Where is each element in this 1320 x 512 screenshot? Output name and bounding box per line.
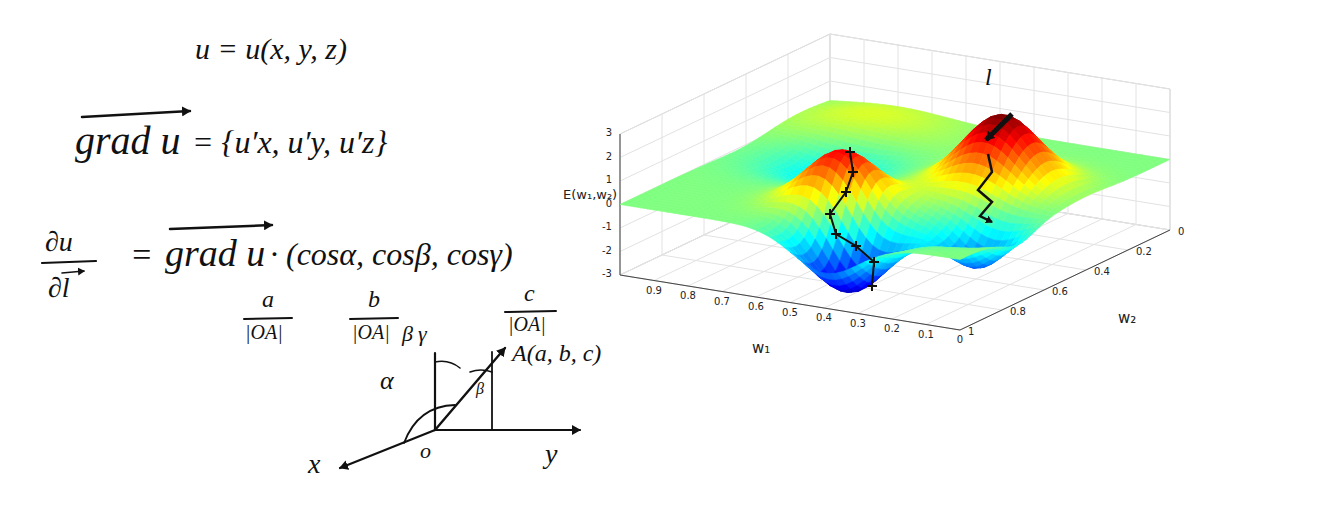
grid-line [620, 134, 960, 330]
grid-line [830, 34, 1170, 230]
grid-line [704, 94, 1044, 290]
w2-axis [960, 230, 1170, 330]
floor [620, 175, 1170, 330]
w1-axis [620, 275, 960, 330]
vector-arrow [82, 111, 190, 117]
grid-line [620, 152, 1170, 252]
z-axis [434, 353, 436, 430]
grid-line [620, 175, 1170, 275]
grid-line [620, 81, 1170, 181]
plot-box [620, 34, 1170, 330]
grid-line [620, 128, 1170, 228]
grid-line [620, 34, 1170, 134]
projection-line [491, 352, 493, 430]
handwriting-strokes [42, 65, 1004, 468]
vector-oa [435, 348, 505, 430]
angle-arc [470, 370, 492, 372]
grid-line [788, 54, 1128, 250]
fraction-bar [350, 318, 398, 319]
grid-line [746, 74, 1086, 270]
fraction-bar [244, 318, 292, 319]
fraction-bar [42, 261, 96, 263]
vector-arrow [170, 225, 272, 229]
angle-arc [404, 405, 455, 443]
grid-line [620, 58, 1170, 158]
fraction-bar [505, 311, 556, 312]
grid-line [620, 105, 1170, 205]
grid-line [662, 114, 1002, 310]
angle-arc [435, 361, 460, 368]
x-axis [340, 430, 435, 468]
y-axis [435, 429, 580, 431]
surface-plot [620, 101, 1170, 293]
